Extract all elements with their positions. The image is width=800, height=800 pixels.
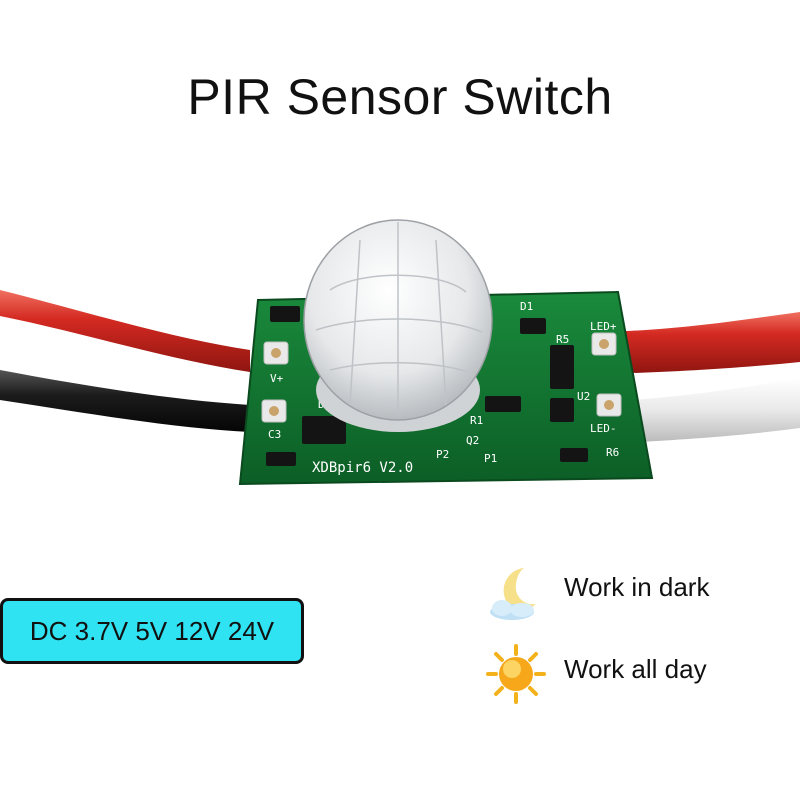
feature-label-day: Work all day	[564, 654, 707, 684]
svg-text:LED-: LED-	[590, 422, 617, 435]
svg-text:XDBpir6 V2.0: XDBpir6 V2.0	[312, 460, 413, 476]
svg-text:R5: R5	[556, 333, 569, 346]
svg-text:U2: U2	[577, 390, 590, 403]
voltage-badge: DC 3.7V 5V 12V 24V	[0, 598, 304, 664]
black-wire-left	[0, 370, 250, 432]
feature-label-dark: Work in dark	[564, 572, 710, 602]
sun-icon	[486, 644, 546, 704]
svg-text:R6: R6	[606, 446, 619, 459]
red-wire-right	[600, 312, 800, 374]
svg-text:Q2: Q2	[466, 434, 479, 447]
moon-cloud-icon	[490, 568, 536, 620]
svg-text:P2: P2	[436, 448, 449, 461]
page-title: PIR Sensor Switch	[187, 69, 613, 125]
pir-sensor-board-photo: V+ C3 LED+ LED- D1 R5 U2 R6 D3 R1 Q2 P1 …	[0, 219, 800, 486]
white-wire-right	[600, 378, 800, 444]
feature-work-all-day: Work all day	[484, 642, 784, 704]
svg-text:V+: V+	[270, 372, 284, 385]
feature-work-in-dark: Work in dark	[484, 560, 784, 620]
svg-text:R1: R1	[470, 414, 483, 427]
svg-text:P1: P1	[484, 452, 497, 465]
svg-text:LED+: LED+	[590, 320, 617, 333]
svg-text:D1: D1	[520, 300, 533, 313]
svg-text:C3: C3	[268, 428, 281, 441]
red-wire-left	[0, 290, 250, 372]
